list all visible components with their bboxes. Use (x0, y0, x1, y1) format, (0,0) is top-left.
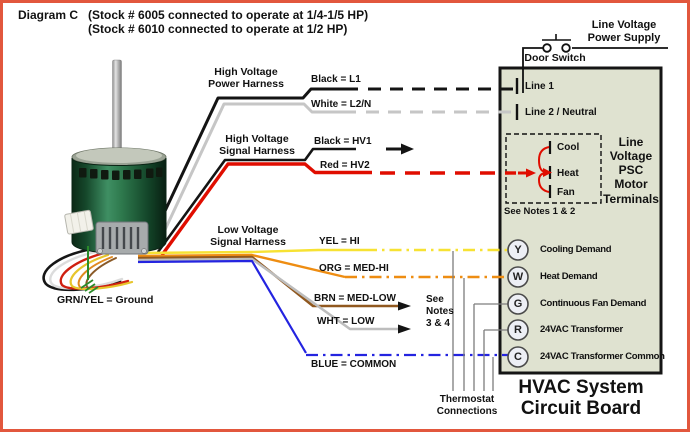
psc-red-bracket (538, 146, 550, 193)
door-switch-label: Door Switch (524, 52, 586, 64)
terminal-c-letter: C (514, 351, 522, 363)
brn-arrow (398, 301, 411, 311)
stock-line-1: (Stock # 6005 connected to operate at 1/… (88, 8, 369, 22)
motor-image (42, 59, 167, 294)
wht-low-label: WHT = LOW (317, 316, 375, 327)
see-notes-3-4: See Notes 3 & 4 (426, 294, 454, 329)
blue-common-label: BLUE = COMMON (311, 359, 397, 370)
psc-fan-label: Fan (557, 187, 575, 198)
terminal-r-letter: R (514, 324, 522, 336)
hv2-arrow (526, 168, 536, 178)
door-switch-symbol (522, 34, 668, 93)
terminal-w-letter: W (512, 271, 524, 283)
black-hv1-label: Black = HV1 (314, 136, 372, 147)
red-hv2-label: Red = HV2 (320, 160, 370, 171)
stock-line-2: (Stock # 6010 connected to operate at 1/… (88, 22, 348, 36)
terminal-c-label: 24VAC Transformer Common (540, 351, 665, 362)
diagram-title: Diagram C (18, 8, 79, 22)
psc-motor-terminals-label: Line Voltage PSC Motor Terminals (603, 135, 659, 206)
hv-signal-harness-label: High Voltage Signal Harness (219, 133, 295, 158)
hv1-arrow (401, 143, 414, 155)
terminal-w-circle (507, 266, 529, 288)
terminal-y-label: Cooling Demand (540, 244, 612, 255)
psc-cool-label: Cool (557, 142, 580, 153)
wire-black-hv1 (156, 147, 356, 253)
see-notes-1-2: See Notes 1 & 2 (504, 206, 576, 217)
circuit-board (498, 66, 663, 375)
yel-hi-label: YEL = HI (319, 236, 360, 247)
terminal-g-circle (507, 293, 529, 315)
wire-white-low (137, 257, 398, 331)
terminal-g-letter: G (513, 298, 523, 310)
terminal-r-label: 24VAC Transformer (540, 324, 623, 335)
psc-heat-label: Heat (557, 168, 579, 179)
terminal-g-label: Continuous Fan Demand (540, 298, 647, 309)
motor-connector-plug (64, 209, 94, 235)
lv-signal-harness-label: Low Voltage Signal Harness (210, 224, 286, 249)
thermostat-connection-lines (452, 251, 508, 391)
wire-orange-medhi (137, 253, 346, 279)
black-l1-label: Black = L1 (311, 74, 361, 85)
motor-shaft (112, 59, 122, 161)
wire-red-hv2 (160, 162, 372, 256)
hvac-board-title: HVAC System Circuit Board (518, 377, 644, 420)
terminal-y-letter: Y (514, 244, 522, 256)
org-medhi-label: ORG = MED-HI (319, 263, 389, 274)
ground-wire (80, 246, 99, 294)
brn-medlow-label: BRN = MED-LOW (314, 293, 396, 304)
wire-white-l2n (154, 102, 356, 250)
hv-power-harness-label: High Voltage Power Harness (208, 66, 284, 91)
wht-arrow (398, 324, 411, 334)
harness-wires (137, 87, 552, 357)
motor-vent-slots (79, 167, 163, 180)
terminal-c-circle (507, 346, 529, 368)
wire-black-l1 (148, 87, 358, 244)
thermostat-connections-label: Thermostat Connections (436, 394, 498, 417)
psc-terminals-dashed-box (505, 133, 602, 204)
white-l2n-label: White = L2/N (311, 99, 372, 110)
terminal-w-label: Heat Demand (540, 271, 598, 282)
ground-label: GRN/YEL = Ground (57, 294, 154, 306)
wire-yellow-hi (137, 248, 365, 255)
board-line2-label: Line 2 / Neutral (525, 107, 597, 118)
board-line1-label: Line 1 (525, 81, 554, 92)
line-voltage-power-supply-label: Line Voltage Power Supply (587, 19, 661, 44)
ground-symbol (80, 279, 99, 294)
terminal-r-circle (507, 319, 529, 341)
terminal-circles (507, 239, 529, 368)
terminal-y-circle (507, 239, 529, 261)
wire-blue-common (137, 259, 307, 354)
